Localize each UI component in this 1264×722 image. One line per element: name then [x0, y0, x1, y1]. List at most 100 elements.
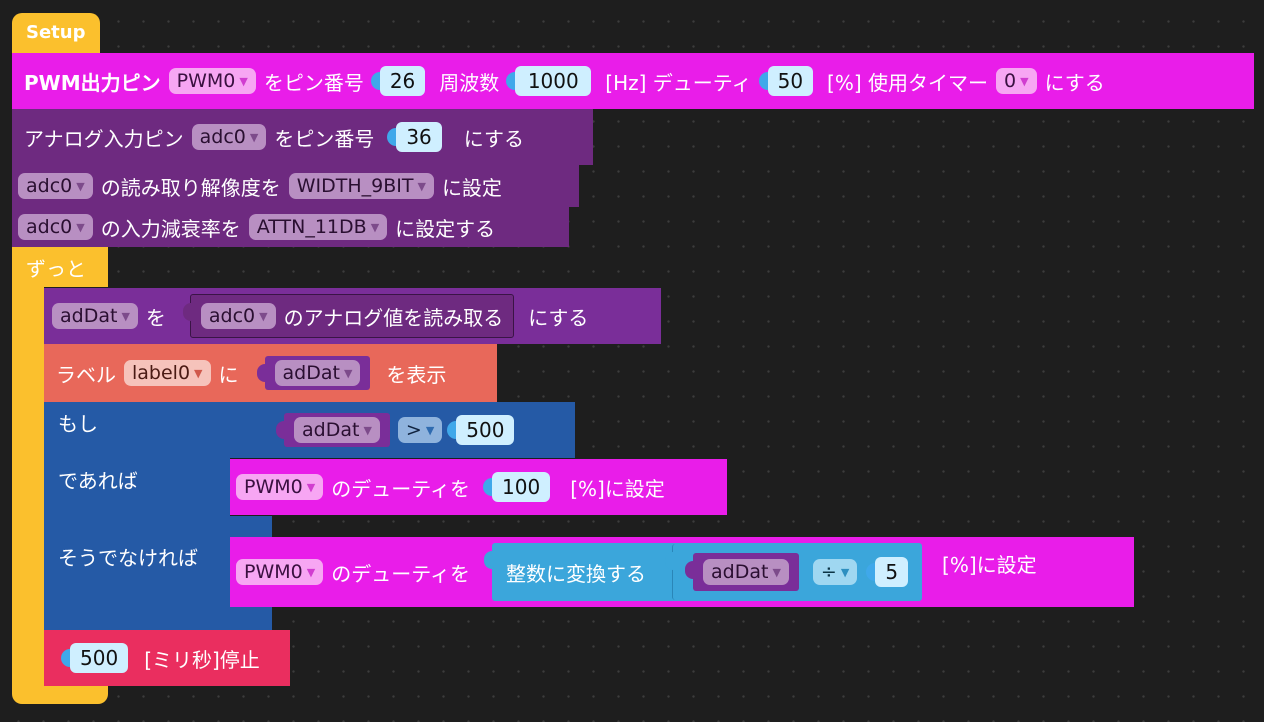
if-else-mid	[44, 516, 272, 538]
duty-input[interactable]: 50	[758, 66, 814, 96]
variable-value: adDat	[282, 362, 340, 384]
wait-ms-input[interactable]: 500	[60, 643, 129, 673]
chevron-down-icon: ▼	[306, 565, 316, 579]
set-variable-block[interactable]: adDat▼ を adc0▼ のアナログ値を読み取る にする	[44, 288, 661, 344]
attenuation-dropdown[interactable]: ATTN_11DB▼	[248, 214, 388, 240]
to-integer-block[interactable]: 整数に変換する adDat▼ ÷▼ 5	[484, 543, 923, 601]
chevron-down-icon: ▼	[1020, 74, 1029, 88]
pwm-end-label: にする	[1044, 70, 1105, 95]
set-duty-then-block[interactable]: PWM0▼ のデューティを 100 [%]に設定	[230, 459, 727, 515]
attenuation-label: の入力減衰率を	[100, 216, 241, 241]
chevron-down-icon: ▼	[249, 130, 259, 144]
variable-dropdown[interactable]: adDat▼	[294, 417, 380, 443]
analog-end-label: にする	[463, 126, 524, 151]
pwm-pin-value: PWM0	[244, 561, 303, 583]
attenuation-end-label: に設定する	[395, 216, 496, 241]
variable-dropdown[interactable]: adDat▼	[274, 360, 361, 386]
pin-number-label: をピン番号	[274, 126, 375, 151]
adc-value: adc0	[199, 126, 246, 148]
else-label: そうでなければ	[58, 546, 198, 570]
divisor-input[interactable]: 5	[866, 557, 909, 587]
operator-value: >	[405, 419, 422, 441]
percent-timer-label: [%] 使用タイマー	[827, 70, 989, 95]
width-value: WIDTH_9BIT	[296, 175, 414, 197]
frequency-input[interactable]: 1000	[506, 66, 592, 96]
chevron-down-icon: ▼	[76, 179, 85, 193]
label-display-block[interactable]: ラベル label0▼ に adDat▼ を表示	[44, 344, 497, 402]
operator-value: ÷	[820, 561, 837, 583]
width-label: の読み取り解像度を	[100, 175, 281, 200]
frequency-label: 周波数	[439, 70, 500, 95]
adc-dropdown[interactable]: adc0▼	[191, 124, 267, 150]
duty-value-input[interactable]: 100	[482, 472, 551, 502]
timer-dropdown[interactable]: 0▼	[996, 68, 1037, 94]
analog-read-block[interactable]: adc0▼ のアナログ値を読み取る	[182, 294, 515, 338]
label-target-dropdown[interactable]: label0▼	[124, 360, 211, 386]
wait-ms-block[interactable]: 500 [ミリ秒]停止	[44, 630, 290, 686]
comparison-operator-dropdown[interactable]: >▼	[397, 417, 443, 443]
pwm-output-pin-label: PWM出力ピン	[24, 70, 161, 95]
variable-dropdown[interactable]: adDat▼	[703, 559, 789, 585]
chevron-down-icon: ▼	[425, 423, 435, 437]
variable-value: adDat	[60, 305, 118, 327]
adc-dropdown[interactable]: adc0▼	[200, 303, 276, 329]
percent-set-label: [%]に設定	[570, 476, 665, 501]
pwm-pin-dropdown[interactable]: PWM0▼	[168, 68, 256, 94]
ni-label: に	[218, 362, 239, 387]
set-variable-end-label: にする	[528, 305, 589, 330]
pin-number-label: をピン番号	[263, 70, 364, 95]
condition-value-input[interactable]: 500	[447, 415, 515, 445]
then-label: であれば	[58, 469, 138, 493]
width-dropdown[interactable]: WIDTH_9BIT▼	[288, 173, 434, 199]
set-duty-else-block[interactable]: PWM0▼ のデューティを 整数に変換する adDat▼ ÷▼ 5 [%]に設定	[230, 537, 1134, 607]
divide-block[interactable]: adDat▼ ÷▼ 5	[665, 544, 923, 600]
variable-getter-block[interactable]: adDat▼	[276, 413, 390, 447]
adc-attenuation-block[interactable]: adc0▼ の入力減衰率を ATTN_11DB▼ に設定する	[12, 207, 569, 247]
analog-input-pin-label: アナログ入力ピン	[24, 126, 184, 151]
attenuation-value: ATTN_11DB	[256, 216, 367, 238]
pwm-pin-value: PWM0	[244, 476, 303, 498]
variable-getter-block[interactable]: adDat▼	[256, 356, 371, 390]
arithmetic-operator-dropdown[interactable]: ÷▼	[812, 559, 858, 585]
percent-set-label: [%]に設定	[942, 553, 1037, 577]
chevron-down-icon: ▼	[259, 309, 268, 323]
setup-label: Setup	[26, 21, 86, 43]
adc-value: adc0	[208, 305, 256, 327]
adc-dropdown[interactable]: adc0▼	[18, 173, 93, 199]
if-else-arm	[44, 458, 230, 630]
pwm-pin-dropdown[interactable]: PWM0▼	[236, 559, 324, 585]
analog-pin-number-input[interactable]: 36	[387, 122, 442, 152]
adc-dropdown[interactable]: adc0▼	[18, 214, 93, 240]
chevron-down-icon: ▼	[363, 423, 372, 437]
duty-label: のデューティを	[331, 476, 471, 501]
pwm-pin-dropdown[interactable]: PWM0▼	[236, 474, 324, 500]
pwm-setup-block[interactable]: PWM出力ピン PWM0▼ をピン番号 26 周波数 1000 [Hz] デュー…	[12, 53, 1254, 109]
adc-value: adc0	[26, 175, 73, 197]
analog-input-block[interactable]: アナログ入力ピン adc0▼ をピン番号 36 にする	[12, 109, 593, 165]
forever-label: ずっと	[26, 256, 86, 281]
pwm-pin-number-input[interactable]: 26	[370, 66, 426, 96]
display-label: を表示	[386, 362, 447, 387]
forever-loop-block[interactable]: ずっと	[12, 247, 108, 287]
adc-value: adc0	[26, 216, 73, 238]
adc-width-block[interactable]: adc0▼ の読み取り解像度を WIDTH_9BIT▼ に設定	[12, 165, 579, 207]
variable-getter-block[interactable]: adDat▼	[685, 553, 799, 591]
chevron-down-icon: ▼	[343, 366, 353, 380]
hz-duty-label: [Hz] デューティ	[605, 70, 752, 95]
condition-slot: adDat▼ >▼ 500	[276, 408, 515, 452]
chevron-down-icon: ▼	[306, 480, 316, 494]
if-else-block[interactable]: もし adDat▼ >▼ 500	[44, 402, 575, 458]
chevron-down-icon: ▼	[417, 179, 426, 193]
label-prefix: ラベル	[56, 362, 116, 387]
setup-hat-block[interactable]: Setup	[12, 13, 100, 55]
variable-value: adDat	[711, 561, 769, 583]
chevron-down-icon: ▼	[239, 74, 248, 88]
duty-label: のデューティを	[331, 561, 471, 586]
timer-value: 0	[1004, 70, 1017, 92]
if-label: もし	[58, 412, 98, 436]
label-target-value: label0	[132, 362, 191, 384]
wo-label: を	[145, 305, 166, 330]
variable-dropdown[interactable]: adDat▼	[52, 303, 138, 329]
chevron-down-icon: ▼	[76, 220, 85, 234]
to-integer-label: 整数に変換する	[506, 561, 647, 586]
